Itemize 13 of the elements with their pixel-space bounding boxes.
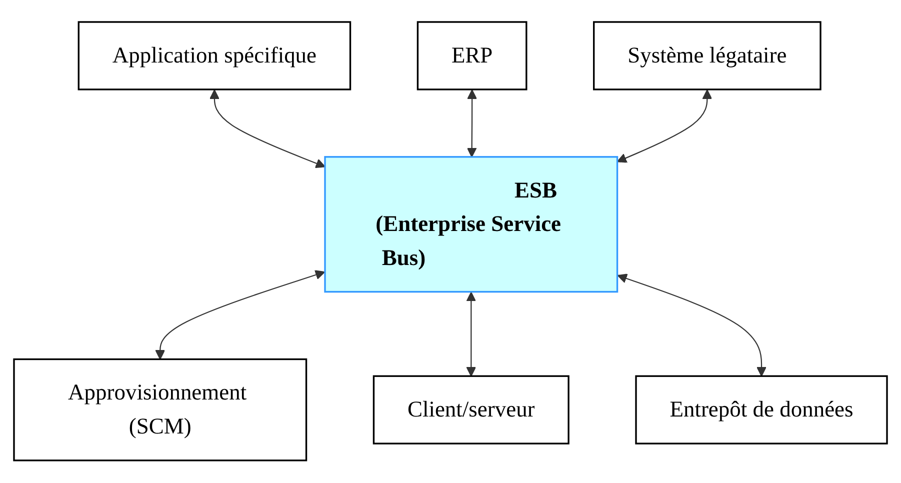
node-box: Entrepôt de données [635,376,888,445]
node-box: ESB (Enterprise Service Bus) [324,156,618,293]
arrow [616,90,712,164]
node-box: ERP [416,21,528,91]
arrow [466,292,476,377]
arrow [466,90,477,158]
node-box: Client/serveur [372,376,570,445]
arrow [210,90,326,168]
node-box: Application spécifique [78,21,352,91]
node-box: Système légataire [593,21,822,91]
arrow [155,270,326,360]
node-box: Approvisionnement (SCM) [13,358,308,462]
arrow [617,274,766,377]
